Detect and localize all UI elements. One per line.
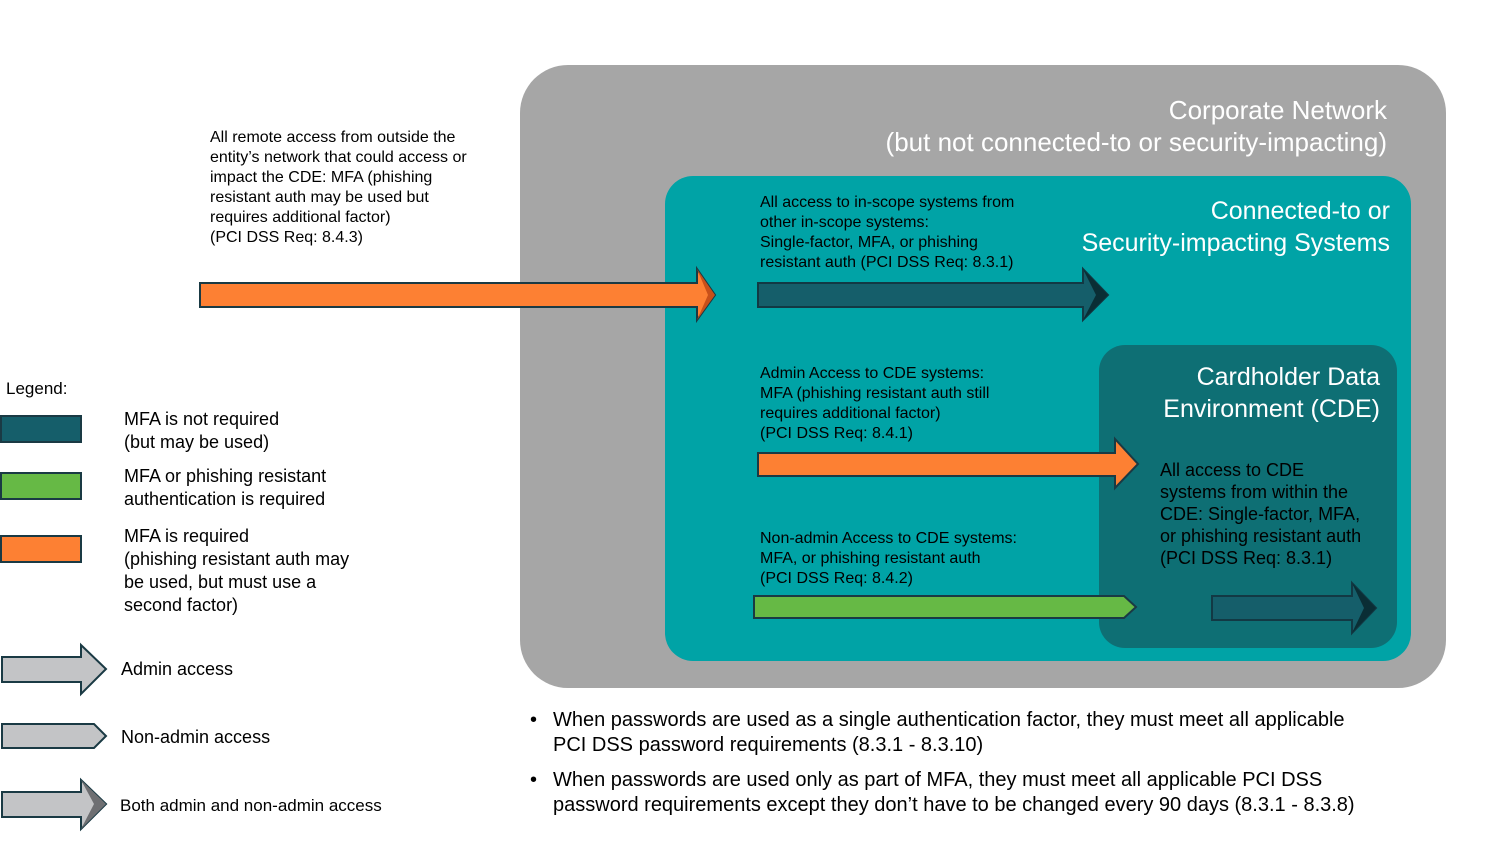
in-scope-access-arrow (757, 266, 1110, 323)
label-line: All remote access from outside the (210, 129, 456, 146)
note-line: When passwords are used as a single auth… (553, 709, 1345, 731)
legend-title: Legend: (6, 379, 68, 398)
dark-tip-arrow-icon (1, 777, 108, 832)
label-line: CDE: Single-factor, MFA, (1160, 504, 1361, 524)
label-line: All access to in-scope systems from (760, 194, 1015, 211)
legend-line: MFA is not required (124, 409, 280, 429)
legend-line: (phishing resistant auth may (124, 549, 350, 569)
label-line: systems from within the (1160, 482, 1349, 502)
legend-line: MFA is required (124, 526, 250, 546)
within-cde-access-arrow (1211, 580, 1378, 636)
label-line: other in-scope systems: (760, 214, 929, 231)
note-item: • When passwords are used as a single au… (530, 708, 1470, 758)
in-scope-access-label: All access to in-scope systems from othe… (760, 193, 1014, 273)
nonadmin-cde-access-arrow (753, 595, 1138, 619)
admin-cde-access-label: Admin Access to CDE systems: MFA (phishi… (760, 364, 989, 444)
legend-line: second factor) (124, 595, 239, 615)
label-line: Single-factor, MFA, or phishing (760, 234, 978, 251)
legend-admin-access-label: Admin access (121, 659, 234, 679)
legend-line: (but may be used) (124, 432, 270, 452)
legend-text-mfa-not-required: MFA is not required (but may be used) (124, 408, 279, 454)
legend-swatch-mfa-not-required (0, 415, 82, 443)
note-line: password requirements except they don’t … (553, 794, 1355, 816)
label-line: MFA (phishing resistant auth still (760, 385, 990, 402)
note-line: PCI DSS password requirements (8.3.1 - 8… (553, 734, 984, 756)
label-line: requires additional factor) (760, 405, 941, 422)
legend-text-mfa-required: MFA is required (phishing resistant auth… (124, 525, 349, 617)
remote-access-arrow (199, 265, 717, 324)
cde-title-line-2: Environment (CDE) (1163, 395, 1380, 423)
label-line: impact the CDE: MFA (phishing (210, 169, 433, 186)
label-line: or phishing resistant auth (1160, 526, 1362, 546)
note-line: When passwords are used only as part of … (553, 769, 1323, 791)
legend-both-access-label: Both admin and non-admin access (120, 796, 382, 815)
wide-head-arrow-icon (1, 642, 108, 697)
label-line: (PCI DSS Req: 8.4.2) (760, 570, 913, 587)
admin-cde-access-arrow (757, 436, 1140, 491)
bullet-icon: • (530, 769, 538, 791)
label-line: All access to CDE (1160, 460, 1305, 480)
legend-line: MFA or phishing resistant (124, 466, 327, 486)
corporate-title-line-2: (but not connected-to or security-impact… (885, 127, 1387, 157)
narrow-head-arrow-icon (1, 723, 108, 749)
label-line: resistant auth (PCI DSS Req: 8.3.1) (760, 254, 1014, 271)
connected-systems-title: Connected-to or Security-impacting Syste… (1000, 195, 1390, 259)
nonadmin-cde-access-label: Non-admin Access to CDE systems: MFA, or… (760, 529, 1017, 589)
label-line: MFA, or phishing resistant auth (760, 550, 981, 567)
label-line: entity’s network that could access or (210, 149, 467, 166)
password-notes: • When passwords are used as a single au… (530, 708, 1470, 828)
legend-swatch-mfa-or-phishing-resistant (0, 472, 82, 500)
within-cde-access-label: All access to CDE systems from within th… (1160, 459, 1361, 569)
connected-title-line-1: Connected-to or (1210, 197, 1390, 225)
legend-text-mfa-or-phishing-resistant: MFA or phishing resistant authentication… (124, 465, 326, 511)
label-line: Admin Access to CDE systems: (760, 365, 985, 382)
label-line: (PCI DSS Req: 8.3.1) (1160, 548, 1333, 568)
label-line: Non-admin Access to CDE systems: (760, 530, 1017, 547)
legend-nonadmin-access-label: Non-admin access (121, 727, 271, 747)
cde-title: Cardholder Data Environment (CDE) (1100, 361, 1380, 425)
remote-access-label: All remote access from outside the entit… (210, 128, 467, 248)
label-line: resistant auth may be used but (210, 189, 429, 206)
bullet-icon: • (530, 709, 538, 731)
corporate-network-title: Corporate Network (but not connected-to … (800, 94, 1387, 158)
legend-line: be used, but must use a (124, 572, 317, 592)
label-line: (PCI DSS Req: 8.4.3) (210, 229, 363, 246)
note-item: • When passwords are used only as part o… (530, 768, 1470, 818)
label-line: (PCI DSS Req: 8.4.1) (760, 425, 913, 442)
connected-title-line-2: Security-impacting Systems (1081, 229, 1390, 257)
legend-swatch-mfa-required (0, 535, 82, 563)
label-line: requires additional factor) (210, 209, 391, 226)
cde-title-line-1: Cardholder Data (1196, 363, 1380, 391)
legend-line: authentication is required (124, 489, 326, 509)
corporate-title-line-1: Corporate Network (1168, 95, 1387, 125)
